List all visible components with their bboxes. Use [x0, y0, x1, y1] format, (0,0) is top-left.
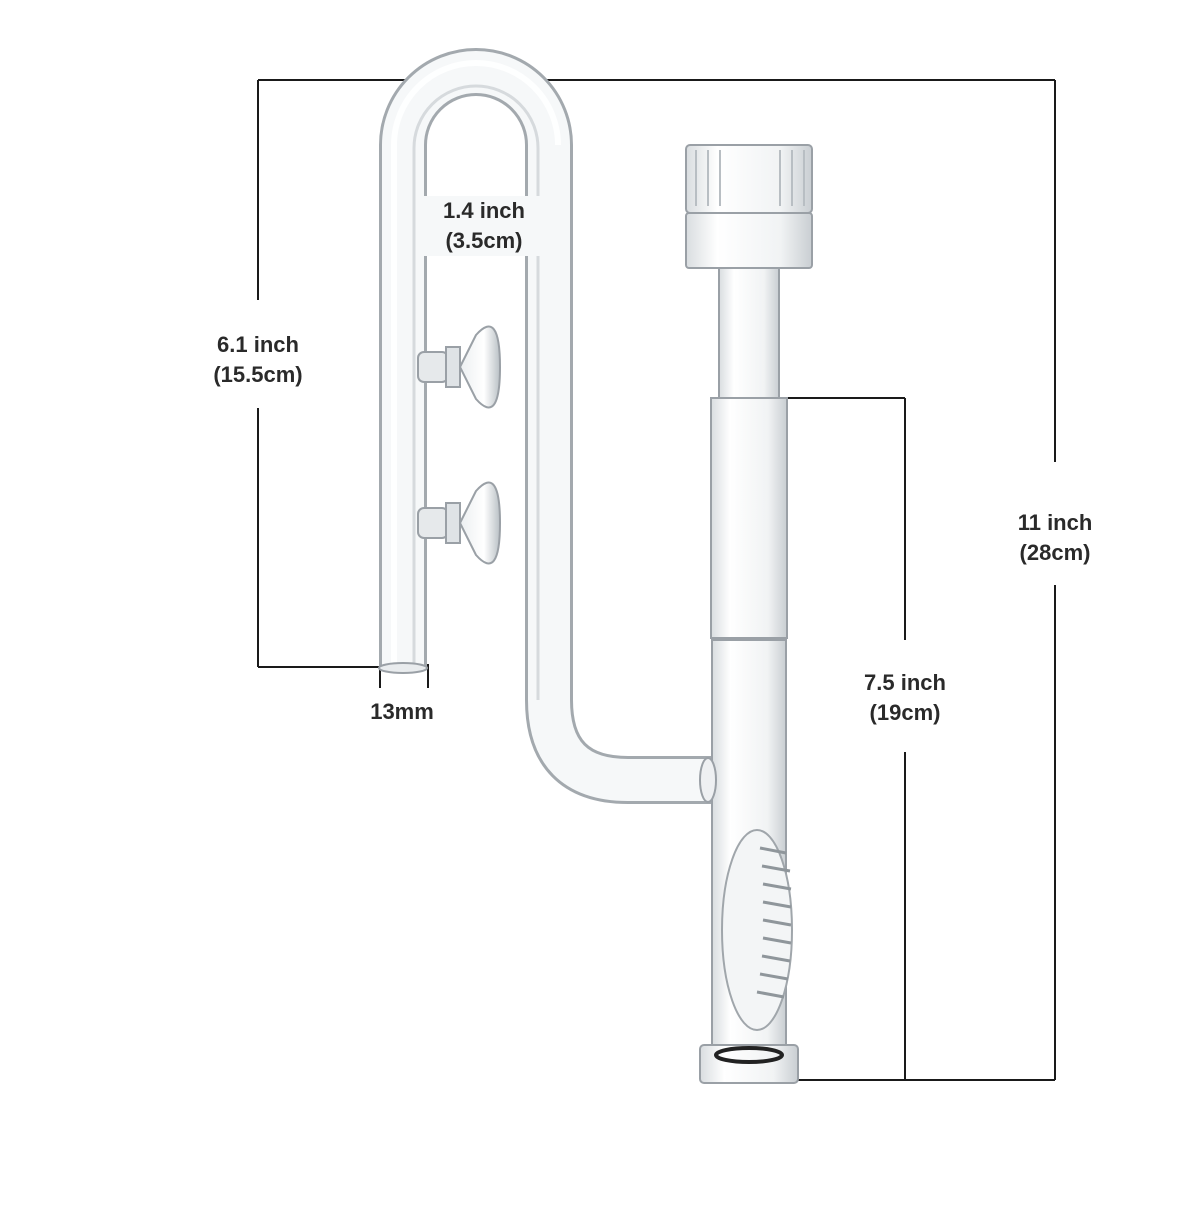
total-height-cm: (28cm) — [1019, 540, 1091, 565]
total-height-label: 11 inch (28cm) — [995, 508, 1115, 568]
inflow-height-inch: 7.5 inch — [864, 670, 946, 695]
outlet-width-inch: 1.4 inch — [443, 198, 525, 223]
intake-strainer — [721, 829, 793, 1031]
total-height-inch: 11 inch — [1017, 510, 1093, 535]
outlet-width-label: 1.4 inch (3.5cm) — [420, 196, 548, 256]
inflow-height-cm: (19cm) — [869, 700, 941, 725]
o-ring — [714, 1046, 784, 1064]
skimmer-cap — [685, 144, 813, 214]
outlet-height-cm: (15.5cm) — [213, 362, 303, 387]
outlet-height-inch: 6.1 inch — [217, 332, 299, 357]
dimension-lines — [257, 79, 1056, 1081]
inflow-upper-tube — [718, 267, 780, 399]
strainer-slots — [756, 846, 792, 999]
outlet-pipe-mouth — [378, 662, 428, 674]
outlet-height-label: 6.1 inch (15.5cm) — [194, 330, 322, 390]
inflow-pipe — [685, 144, 813, 1084]
suction-cup-lower — [417, 481, 502, 565]
inflow-sleeve — [710, 397, 788, 639]
outlet-width-cm: (3.5cm) — [445, 228, 523, 253]
outlet-pipe — [378, 48, 712, 804]
suction-cup-upper — [417, 325, 502, 409]
inflow-height-label: 7.5 inch (19cm) — [845, 668, 965, 728]
outlet-tube-diameter-value: 13mm — [370, 699, 434, 724]
outlet-tube-diameter-label: 13mm — [352, 697, 452, 727]
skimmer-collar — [685, 212, 813, 269]
